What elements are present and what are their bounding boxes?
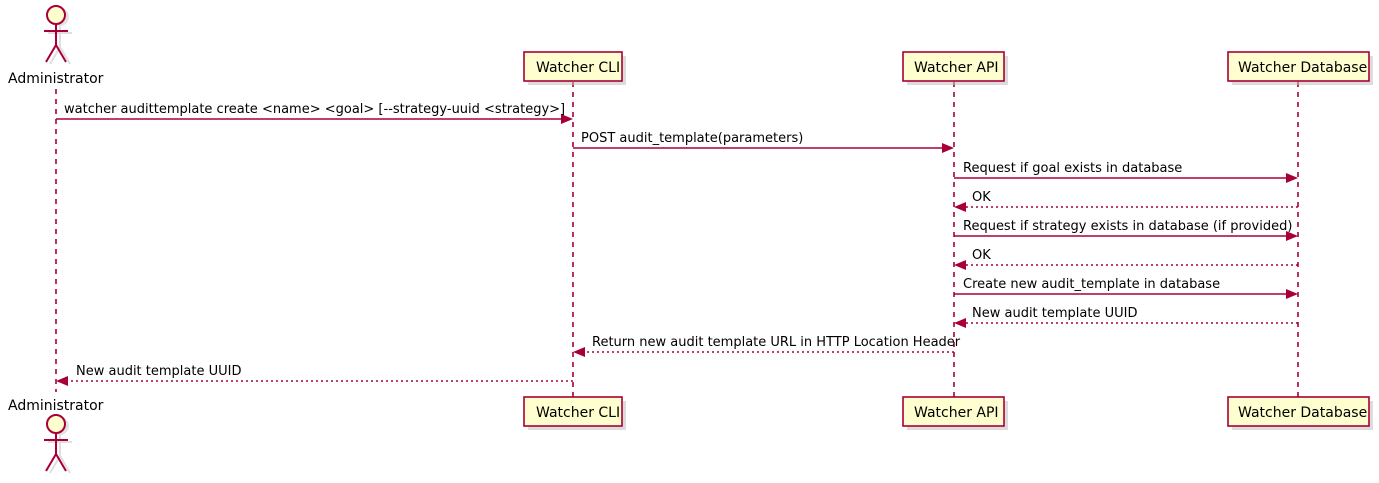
participant-label-cli-top: Watcher CLI	[536, 60, 620, 76]
message-8-db-to-api[interactable]: New audit template UUID	[954, 306, 1298, 328]
message-3-arrowhead	[1286, 173, 1298, 183]
participant-rect-api-bottom	[902, 396, 1005, 427]
actor-administrator-bottom[interactable]: Administrator	[8, 398, 104, 474]
actor-leg-left	[45, 44, 57, 63]
participant-label-db-top: Watcher Database	[1238, 60, 1367, 76]
message-9-arrowhead	[573, 347, 585, 357]
message-3-label: Request if goal exists in database	[963, 161, 1182, 176]
message-5-api-to-db[interactable]: Request if strategy exists in database (…	[954, 219, 1298, 241]
participant-box-watcher-database-top[interactable]: Watcher Database	[1227, 51, 1373, 85]
participant-rect-api-top	[902, 51, 1005, 82]
participant-rect-cli-top	[523, 51, 623, 82]
message-5-label: Request if strategy exists in database (…	[963, 219, 1292, 234]
participant-label-api-bottom: Watcher API	[914, 405, 999, 421]
actor-label-administrator-bottom: Administrator	[8, 398, 104, 414]
participant-box-watcher-api-bottom[interactable]: Watcher API	[902, 396, 1008, 430]
actor-bottom-figure	[44, 414, 68, 472]
participant-box-watcher-cli-top[interactable]: Watcher CLI	[523, 51, 626, 85]
participant-label-db-bottom: Watcher Database	[1238, 405, 1367, 421]
message-9-api-to-cli[interactable]: Return new audit template URL in HTTP Lo…	[573, 335, 961, 357]
lifelines-group	[55, 82, 1299, 397]
participant-rect-db-top	[1227, 51, 1370, 82]
message-6-arrowhead	[954, 260, 966, 270]
message-4-db-to-api[interactable]: OK	[954, 190, 1298, 212]
message-1-arrowhead	[561, 114, 573, 124]
message-2-arrowhead	[942, 143, 954, 153]
participant-box-watcher-cli-bottom[interactable]: Watcher CLI	[523, 396, 626, 430]
actor-administrator-top[interactable]: Administrator	[8, 5, 104, 87]
actor-head-icon-bottom	[46, 414, 66, 434]
message-7-arrowhead	[1286, 289, 1298, 299]
message-4-label: OK	[972, 190, 991, 205]
message-2-label: POST audit_template(parameters)	[581, 131, 803, 146]
message-7-label: Create new audit_template in database	[963, 277, 1220, 292]
participant-rect-cli-bottom	[523, 396, 623, 427]
message-8-label: New audit template UUID	[972, 306, 1137, 321]
actor-leg-left-bottom	[45, 453, 57, 472]
participant-label-cli-bottom: Watcher CLI	[536, 405, 620, 421]
participant-label-api-top: Watcher API	[914, 60, 999, 76]
actor-leg-right-bottom	[55, 453, 67, 472]
actor-leg-right	[55, 44, 67, 63]
message-9-label: Return new audit template URL in HTTP Lo…	[592, 335, 961, 350]
actor-top-figure	[44, 5, 68, 63]
message-3-api-to-db[interactable]: Request if goal exists in database	[954, 161, 1298, 183]
actor-head-icon	[46, 5, 66, 25]
message-1-label: watcher audittemplate create <name> <goa…	[64, 102, 565, 117]
actor-label-administrator-top: Administrator	[8, 71, 104, 87]
message-1-admin-to-cli[interactable]: watcher audittemplate create <name> <goa…	[56, 102, 573, 124]
message-7-api-to-db[interactable]: Create new audit_template in database	[954, 277, 1298, 299]
message-10-label: New audit template UUID	[76, 364, 241, 379]
message-2-cli-to-api[interactable]: POST audit_template(parameters)	[573, 131, 954, 153]
message-4-arrowhead	[954, 202, 966, 212]
message-10-cli-to-admin[interactable]: New audit template UUID	[56, 364, 573, 386]
participant-rect-db-bottom	[1227, 396, 1370, 427]
message-8-arrowhead	[954, 318, 966, 328]
message-5-arrowhead	[1286, 231, 1298, 241]
participant-box-watcher-api-top[interactable]: Watcher API	[902, 51, 1008, 85]
participant-box-watcher-database-bottom[interactable]: Watcher Database	[1227, 396, 1373, 430]
message-6-label: OK	[972, 248, 991, 263]
message-10-arrowhead	[56, 376, 68, 386]
message-6-db-to-api[interactable]: OK	[954, 248, 1298, 270]
